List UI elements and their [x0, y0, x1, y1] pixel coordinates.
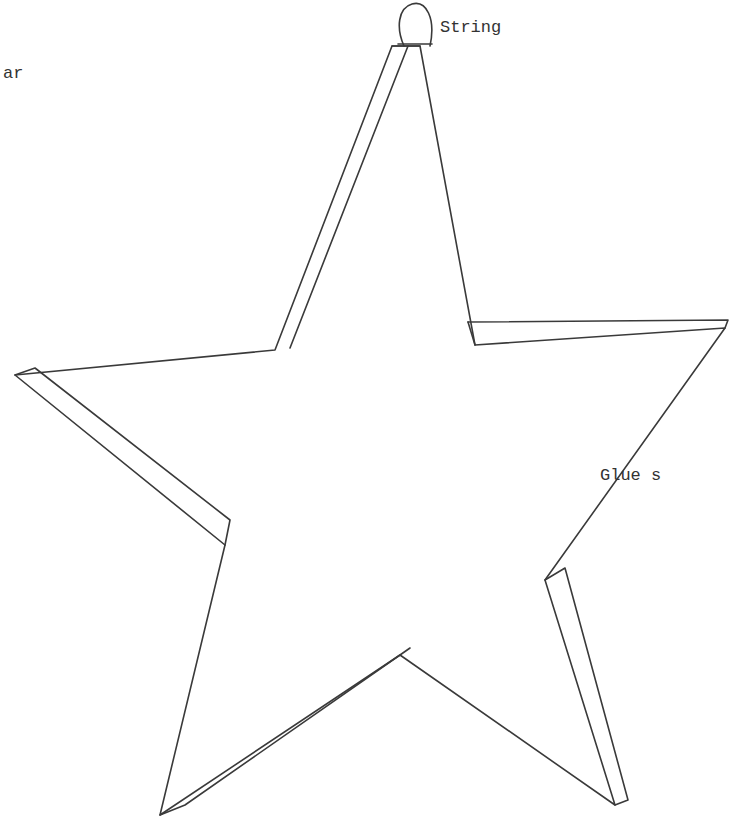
string-label: String: [440, 18, 501, 38]
star-label: ar: [3, 64, 23, 84]
glue-strip: [15, 368, 230, 545]
glue-label: Glue s: [600, 466, 661, 486]
glue-strip: [290, 46, 408, 348]
star-outline: [15, 46, 725, 815]
glue-strip: [468, 320, 728, 328]
string-knot: [398, 43, 432, 45]
glue-strip: [545, 568, 628, 805]
glue-strip: [468, 322, 475, 345]
string-loop: [399, 3, 431, 46]
glue-strip: [160, 648, 410, 815]
glue-strip: [392, 45, 420, 47]
